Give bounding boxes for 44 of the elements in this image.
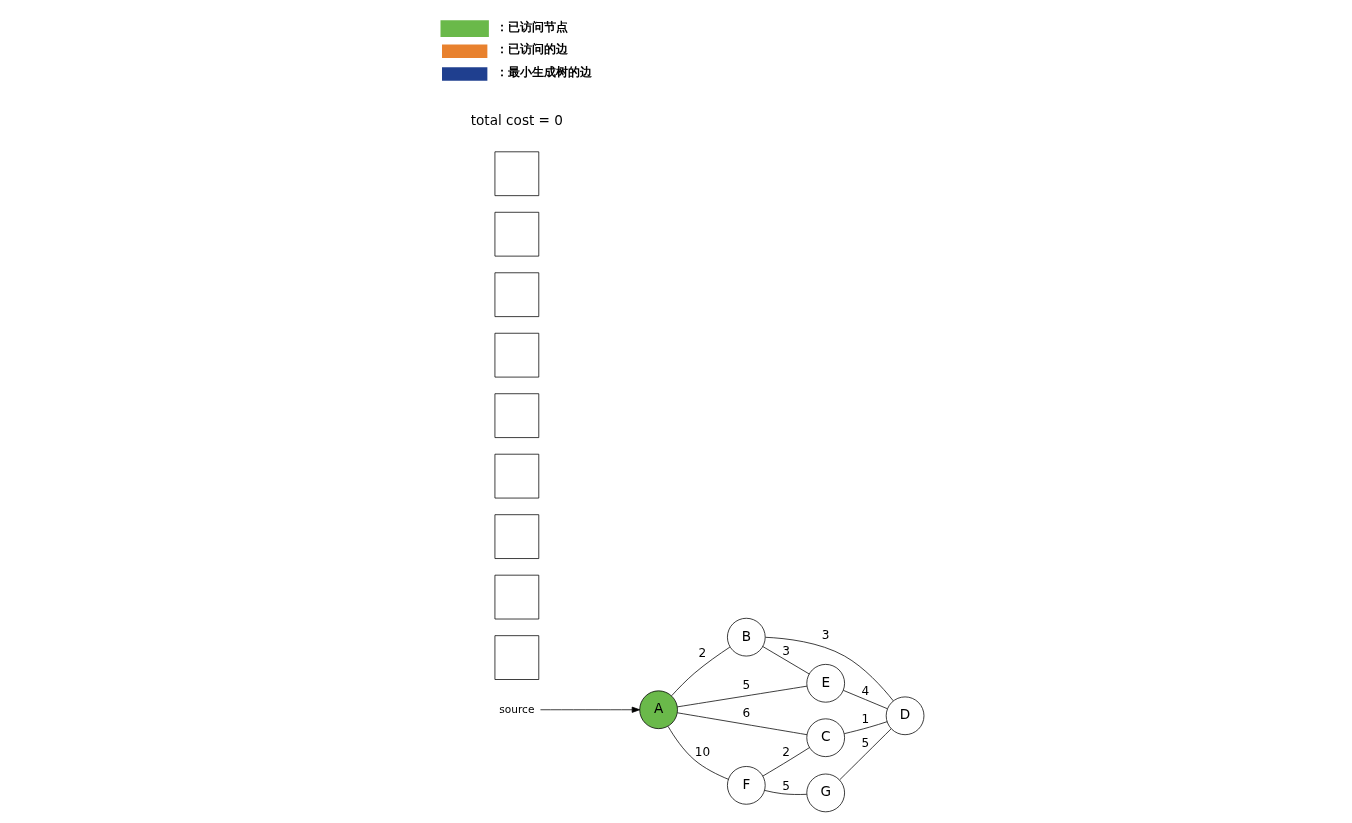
node-box — [494, 272, 540, 317]
edge-label: 6 — [742, 706, 751, 721]
connector — [671, 646, 731, 697]
node-circle: F — [727, 766, 766, 805]
node-circle: B — [727, 617, 766, 657]
connector — [677, 685, 808, 708]
connector — [762, 747, 810, 777]
node-box — [494, 574, 540, 620]
legend-label: ：最小生成树的边 — [496, 65, 593, 80]
node-circle: D — [885, 696, 925, 736]
edge-label: 3 — [782, 644, 790, 659]
edge-label: 5 — [861, 736, 870, 751]
edge-label: 10 — [694, 744, 711, 759]
edge-label: 2 — [782, 744, 790, 759]
connector — [843, 721, 888, 734]
node-box — [494, 332, 540, 378]
connector — [677, 712, 808, 736]
edge-label: 3 — [821, 628, 830, 643]
node-box — [494, 453, 540, 499]
connector — [842, 689, 888, 710]
edge-label: 1 — [861, 712, 870, 727]
edge-label: 5 — [782, 778, 790, 793]
connector — [667, 726, 729, 780]
edge-label: 2 — [698, 645, 707, 660]
node-box — [494, 151, 540, 197]
node-text: source — [499, 702, 535, 715]
connector — [764, 790, 807, 795]
node-box — [494, 211, 540, 257]
node-circle: C — [806, 718, 845, 757]
node-circle: G — [806, 773, 845, 813]
edge-label: 5 — [742, 678, 751, 693]
connector — [762, 646, 810, 675]
node-circle: A — [639, 690, 678, 730]
legend-label: ：已访问的边 — [496, 42, 569, 57]
connector — [765, 636, 894, 702]
node-circle: E — [806, 664, 845, 703]
node-box — [494, 393, 540, 438]
node-box — [494, 514, 540, 559]
connector — [839, 728, 892, 781]
arrow — [540, 706, 641, 713]
node-box — [494, 635, 540, 680]
edge-label: 4 — [861, 684, 870, 699]
label: total cost = 0 — [470, 111, 564, 128]
legend-label: ：已访问节点 — [496, 19, 569, 34]
